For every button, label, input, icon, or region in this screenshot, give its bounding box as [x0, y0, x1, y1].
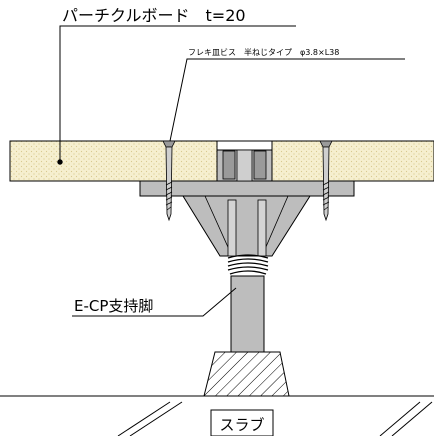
support-label: E-CP支持脚 [74, 297, 153, 315]
slab-label-box [210, 409, 274, 436]
support-leader [72, 287, 237, 317]
support-cap-core [236, 149, 253, 182]
support-cap-slot-right [253, 150, 267, 180]
screw-right [319, 140, 333, 222]
screw-leader [169, 58, 405, 142]
particle-board-left [9, 140, 218, 182]
screw-label: フレキ皿ビス 半ねじタイプ φ3.8×L38 [188, 47, 339, 57]
support-cone-rib-left [227, 199, 237, 257]
board-label: パーチクルボード t=20 [62, 6, 246, 25]
support-cone-rib-right [257, 199, 267, 257]
support-cone [182, 195, 311, 257]
slab-label: スラブ [219, 416, 264, 434]
screw-left [162, 140, 176, 222]
support-thread [227, 254, 269, 275]
support-base [203, 351, 290, 397]
support-top-plate [139, 180, 355, 197]
support-post [230, 275, 265, 353]
particle-board-right [271, 140, 434, 182]
support-cap-slot-left [222, 150, 236, 180]
board-leader [57, 25, 296, 165]
slab-hatch-marks [117, 401, 433, 436]
